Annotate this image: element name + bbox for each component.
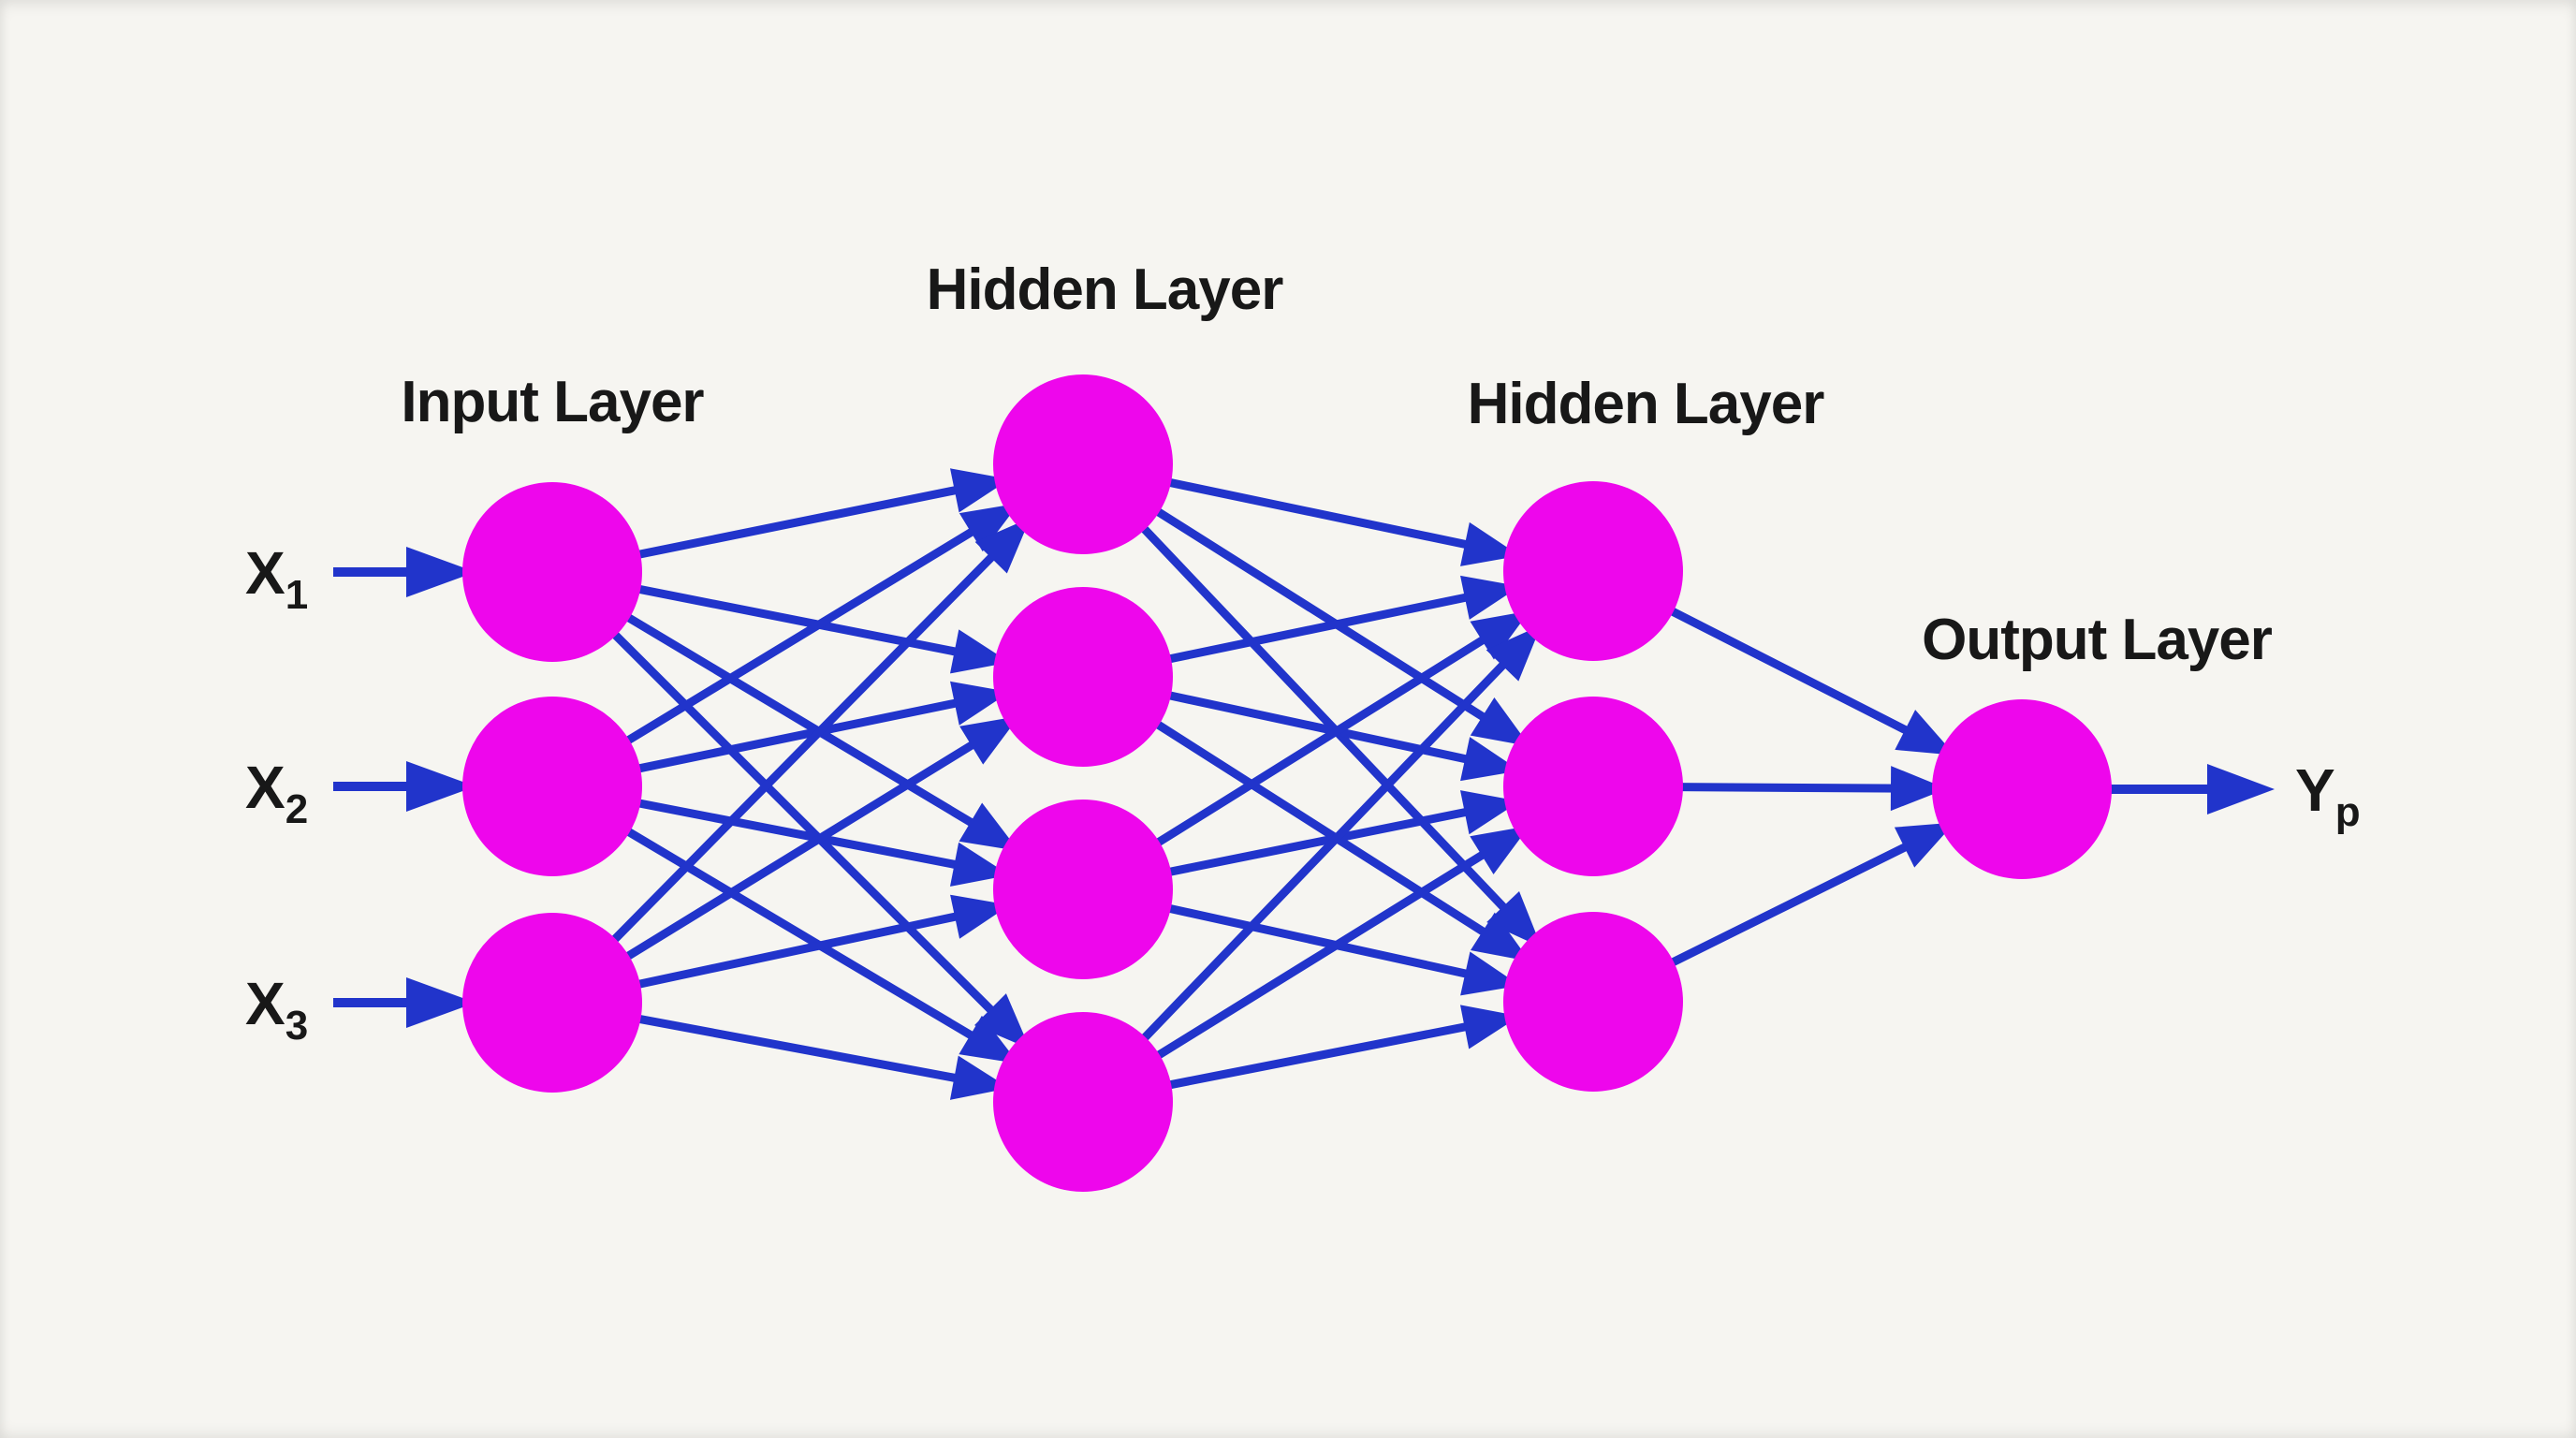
node-circles-group xyxy=(462,374,2112,1192)
node-output-1 xyxy=(1932,699,2112,879)
connection-arrow-shaft xyxy=(634,798,973,873)
output-layer-label: Output Layer xyxy=(1922,608,2273,672)
input-x1-base: X xyxy=(245,539,285,607)
input-x3-base: X xyxy=(245,970,285,1037)
connection-arrow-shaft xyxy=(608,628,1005,1024)
input-layer-label: Input Layer xyxy=(401,370,704,434)
connection-arrow-shaft xyxy=(1151,718,1500,945)
connection-arrow-shaft xyxy=(634,1014,972,1086)
connection-arrow-shaft xyxy=(634,482,973,560)
node-hidden-1-2 xyxy=(993,587,1173,767)
connection-arrow-arrowhead xyxy=(959,503,1019,552)
node-input-3 xyxy=(462,913,642,1093)
connection-arrow-arrowhead xyxy=(974,517,1031,574)
output-label-yp: Yp xyxy=(2295,756,2361,835)
connection-arrow-shaft xyxy=(1164,590,1483,665)
connection-arrow-arrowhead xyxy=(959,802,1019,851)
connection-arrow-shaft xyxy=(622,611,988,835)
node-hidden-1-1 xyxy=(993,374,1173,554)
node-hidden-2-2 xyxy=(1503,697,1683,876)
node-hidden-1-3 xyxy=(993,800,1173,979)
connection-arrow-arrowhead xyxy=(1470,697,1530,747)
input-x3-sub: 3 xyxy=(285,1003,308,1049)
connection-arrow-shaft xyxy=(1676,783,1909,793)
connection-arrow-shaft xyxy=(1151,627,1499,849)
connection-arrow-arrowhead xyxy=(1486,624,1542,682)
connection-arrow-shaft xyxy=(1666,605,1923,741)
connection-arrow-shaft xyxy=(1151,506,1500,729)
connection-arrow-arrowhead xyxy=(1895,710,1955,756)
hidden-layer-2-label: Hidden Layer xyxy=(1468,372,1825,436)
connection-arrow-arrowhead xyxy=(959,715,1019,765)
input-arrow-arrowhead xyxy=(406,761,476,812)
output-yp-sub: p xyxy=(2335,789,2361,835)
hidden-layer-1-label: Hidden Layer xyxy=(927,257,1284,322)
connection-arrow-shaft xyxy=(634,584,973,659)
input-label-x3: X3 xyxy=(245,970,308,1049)
connection-arrow-arrowhead xyxy=(1471,912,1530,962)
connection-arrow-shaft xyxy=(622,732,988,962)
connection-arrow-arrowhead xyxy=(1486,890,1542,947)
input-x2-sub: 2 xyxy=(285,786,308,832)
node-input-1 xyxy=(462,482,642,662)
node-input-2 xyxy=(462,697,642,876)
connection-arrow-shaft xyxy=(634,696,973,774)
input-x2-base: X xyxy=(245,754,285,821)
connection-arrow-shaft xyxy=(634,909,973,990)
input-label-x1: X1 xyxy=(245,539,308,618)
connection-arrow-shaft xyxy=(1164,477,1483,552)
labels-group: Input Layer Hidden Layer Hidden Layer Ou… xyxy=(245,257,2361,1049)
connection-arrow-arrowhead xyxy=(1890,766,1948,812)
connection-arrow-shaft xyxy=(1164,804,1483,877)
connection-arrow-shaft xyxy=(622,520,988,747)
connection-arrow-shaft xyxy=(1164,902,1483,982)
node-hidden-1-4 xyxy=(993,1012,1173,1192)
input-arrow-arrowhead xyxy=(406,547,476,597)
connection-arrow-arrowhead xyxy=(1894,822,1955,868)
output-arrow-arrowhead xyxy=(2207,764,2275,814)
connection-arrow-arrowhead xyxy=(1470,610,1530,660)
connection-arrow-shaft xyxy=(1666,836,1922,969)
input-label-x2: X2 xyxy=(245,754,308,832)
connection-arrow-shaft xyxy=(1152,843,1499,1062)
connection-arrow-arrowhead xyxy=(973,993,1031,1049)
connection-arrow-shaft xyxy=(1164,690,1483,767)
connection-arrow-shaft xyxy=(1164,1020,1483,1091)
edge-lines-group xyxy=(333,468,2275,1100)
node-hidden-2-3 xyxy=(1503,912,1683,1092)
connection-arrow-shaft xyxy=(607,542,1006,946)
connection-arrow-arrowhead xyxy=(1470,826,1530,875)
output-yp-base: Y xyxy=(2295,756,2335,824)
connection-arrow-arrowhead xyxy=(959,1015,1019,1064)
node-hidden-2-1 xyxy=(1503,481,1683,661)
input-arrow-arrowhead xyxy=(406,977,476,1028)
connection-arrow-shaft xyxy=(1138,650,1517,1045)
connection-arrow-shaft xyxy=(1137,522,1518,922)
input-x1-sub: 1 xyxy=(285,572,308,618)
